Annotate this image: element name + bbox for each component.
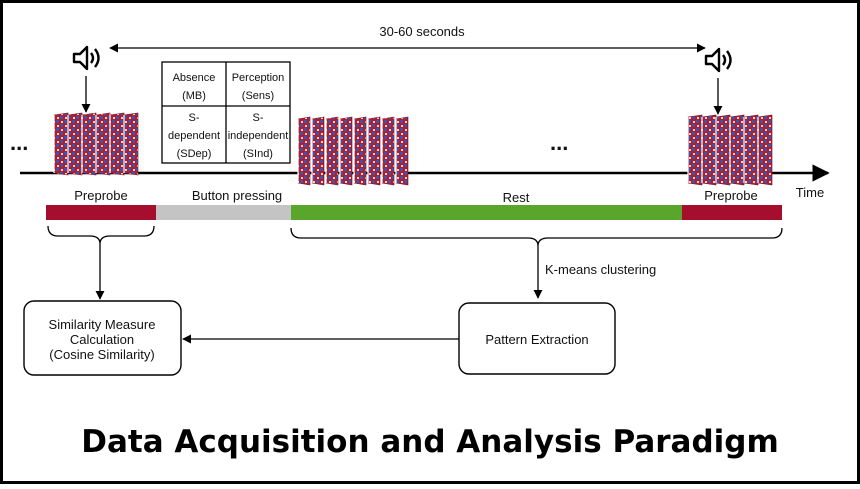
speaker-icon (72, 45, 100, 71)
phase-bar-rest (291, 205, 682, 220)
similarity-line: Calculation (70, 332, 134, 347)
similarity-measure-box (23, 300, 182, 376)
brain-map-stack-icon (687, 114, 773, 186)
brain-map-stack-icon (297, 116, 409, 186)
phase-label: Preprobe (704, 188, 757, 203)
clustering-label: K-means clustering (545, 262, 656, 277)
category-cell-line: S- (253, 112, 264, 124)
preprobe-brace (47, 225, 155, 245)
pattern-extraction-label: Pattern Extraction (485, 332, 588, 347)
phase-bar-button-pressing (156, 205, 291, 220)
category-cell-line: (SInd) (243, 148, 273, 160)
category-cell-line: Absence (173, 72, 216, 84)
category-cell-line: (Sens) (242, 90, 274, 102)
figure-caption: Data Acquisition and Analysis Paradigm (81, 424, 779, 460)
phase-bar-preprobe (46, 205, 156, 220)
category-cell-line: S- (189, 112, 200, 124)
category-cell-line: (MB) (182, 90, 206, 102)
speaker-icon (704, 47, 732, 73)
similarity-line: (Cosine Similarity) (49, 347, 154, 362)
timing-label: 30-60 seconds (379, 24, 465, 39)
phase-label: Preprobe (74, 188, 127, 203)
brain-map-stack-icon (53, 112, 139, 176)
left-ellipsis: ... (10, 130, 28, 155)
category-cell-line: (SDep) (177, 148, 212, 160)
category-cell-line: dependent (168, 130, 220, 142)
pattern-extraction-box (458, 302, 616, 375)
mid-ellipsis: ... (550, 130, 568, 155)
rest-brace (290, 227, 783, 247)
category-cell-line: independent (228, 130, 289, 142)
phase-label: Rest (503, 190, 530, 205)
phase-bar-preprobe (682, 205, 782, 220)
time-axis-label: Time (796, 185, 824, 200)
category-grid: Absence (MB) Perception (Sens) S- depend… (161, 61, 291, 164)
phase-label: Button pressing (192, 188, 282, 203)
category-cell-line: Perception (232, 72, 285, 84)
similarity-line: Similarity Measure (49, 317, 156, 332)
